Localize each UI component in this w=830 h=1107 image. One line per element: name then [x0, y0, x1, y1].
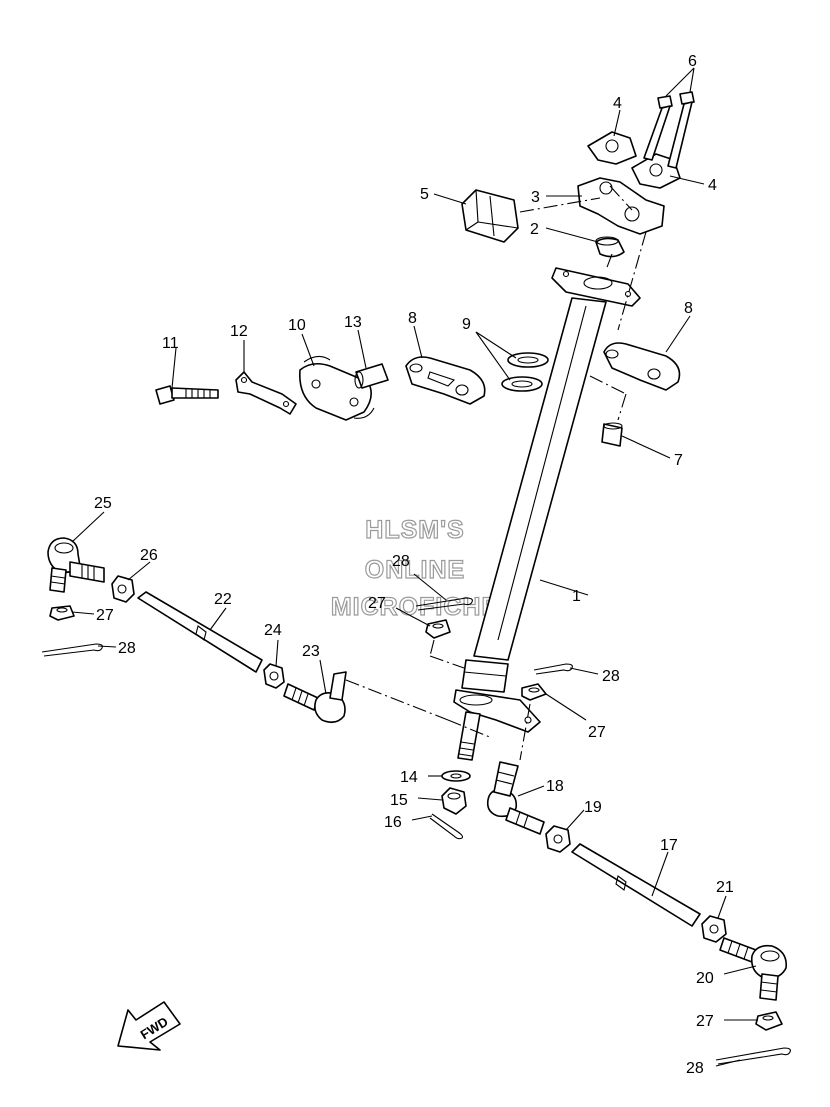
callout-3: 3: [531, 189, 540, 206]
callout-27-left: 27: [96, 607, 114, 624]
callout-27-center: 27: [368, 595, 386, 612]
part-lock-plate: [235, 371, 297, 415]
part-bracket-right: [603, 342, 681, 391]
callout-22: 22: [214, 591, 232, 608]
watermark: HLSM'S ONLINE MICROFICHE: [330, 515, 499, 621]
part-tie-rod-end-center: [283, 671, 347, 724]
part-nut-26: [111, 575, 135, 603]
callout-18: 18: [546, 778, 564, 795]
part-cotter-pins: [41, 597, 791, 1065]
part-castle-nut-lower: [755, 1011, 783, 1031]
callout-24: 24: [264, 622, 282, 639]
part-upper-holder-a: [587, 131, 637, 165]
callout-28-right: 28: [602, 668, 620, 685]
part-tie-rod-end-left: [47, 537, 105, 593]
callout-7: 7: [674, 452, 683, 469]
callout-26: 26: [140, 547, 158, 564]
callout-27-lower: 27: [696, 1013, 714, 1030]
callout-4-right: 4: [708, 177, 717, 194]
callout-25: 25: [94, 495, 112, 512]
part-handlebar-cover: [461, 189, 519, 243]
part-washers: [501, 352, 549, 392]
part-bushing-small: [354, 363, 389, 389]
part-bolt: [155, 385, 219, 405]
callout-23: 23: [302, 643, 320, 660]
part-steering-column: [453, 267, 641, 761]
callout-28-center: 28: [392, 553, 410, 570]
callout-10: 10: [288, 317, 306, 334]
part-castle-nut-right: [521, 683, 547, 701]
callout-16: 16: [384, 814, 402, 831]
callout-4-top: 4: [613, 95, 622, 112]
part-bushing: [595, 236, 625, 258]
callout-19: 19: [584, 799, 602, 816]
callout-8-left: 8: [408, 310, 417, 327]
callout-2: 2: [530, 221, 539, 238]
callout-11: 11: [162, 335, 179, 352]
callout-21: 21: [716, 879, 734, 896]
callouts: 1 2 3 4 4 5 6 7 8 8 9 10 11 12 13 14 15 …: [94, 53, 734, 1077]
callout-28-lower: 28: [686, 1060, 704, 1077]
assembly-lines: [345, 185, 647, 761]
callout-20: 20: [696, 970, 714, 987]
part-nut-15: [441, 787, 467, 815]
callout-6: 6: [688, 53, 697, 70]
part-castle-nut-left: [49, 605, 75, 621]
leader-lines: [71, 67, 758, 1067]
callout-14: 14: [400, 769, 418, 786]
callout-27-right: 27: [588, 724, 606, 741]
callout-8-right: 8: [684, 300, 693, 317]
callout-12: 12: [230, 323, 248, 340]
part-tie-rod-end-right: [486, 761, 545, 835]
part-clamp: [299, 355, 375, 421]
part-tie-rod-end-lower-right: [719, 937, 788, 1001]
watermark-line-2: ONLINE: [365, 556, 465, 584]
callout-1: 1: [572, 588, 581, 605]
part-holder-bolts: [643, 91, 695, 169]
callout-28-left: 28: [118, 640, 136, 657]
part-nut-19: [545, 825, 571, 853]
callout-9: 9: [462, 316, 471, 333]
part-bracket-left: [405, 356, 486, 405]
part-washer-14: [441, 770, 471, 782]
part-tie-rod-right: [571, 843, 701, 927]
watermark-line-3: MICROFICHE: [331, 593, 499, 621]
callout-17: 17: [660, 837, 678, 854]
callout-5: 5: [420, 186, 429, 203]
callout-15: 15: [390, 792, 408, 809]
part-nut-24: [263, 663, 285, 689]
part-collar: [601, 422, 623, 447]
part-nut-21: [701, 915, 727, 943]
forward-direction-arrow: FWD: [117, 1001, 181, 1051]
watermark-line-1: HLSM'S: [365, 516, 464, 544]
part-castle-nut-center: [425, 619, 451, 639]
callout-13: 13: [344, 314, 362, 331]
part-tie-rod-left: [137, 591, 263, 673]
part-cotter-pin-16: [429, 813, 464, 840]
